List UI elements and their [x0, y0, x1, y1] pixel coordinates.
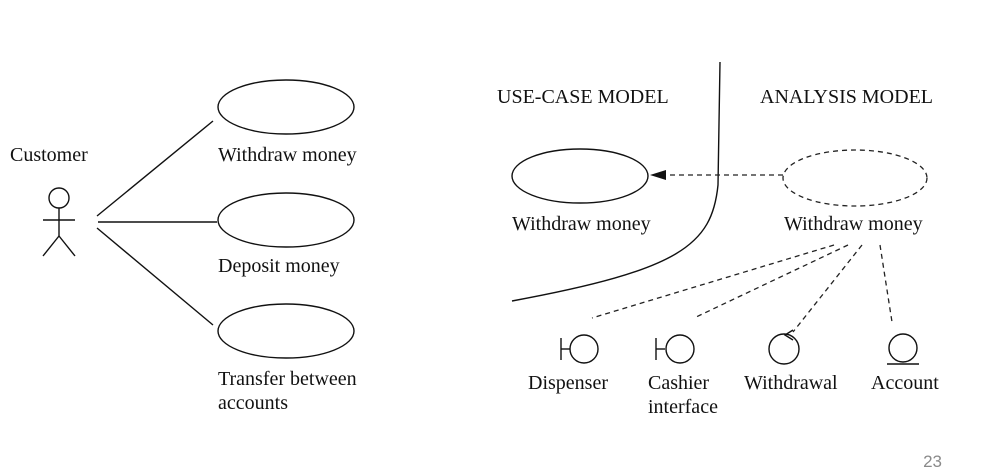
actor-label: Customer [10, 144, 88, 166]
class-cashier-label-line1: Cashier [648, 372, 709, 394]
use-case-transfer-label-line1: Transfer between [218, 368, 357, 390]
use-case-transfer-ellipse [217, 303, 355, 359]
account-entity-icon [887, 333, 919, 365]
actor-right-leg [58, 235, 76, 257]
use-case-transfer-label-line2: accounts [218, 392, 288, 414]
class-account-label: Account [871, 372, 939, 394]
use-case-withdraw-label: Withdraw money [218, 144, 357, 166]
use-case-withdraw-ellipse [217, 79, 355, 135]
use-case-deposit-label: Deposit money [218, 255, 340, 277]
model-boundary-curve [511, 61, 721, 302]
association-line-withdraw [96, 120, 214, 217]
customer-actor [42, 187, 76, 257]
trace-arrowhead [650, 170, 666, 180]
analysis-model-title: ANALYSIS MODEL [760, 86, 933, 108]
participation-line-withdrawal [792, 244, 863, 333]
use-case-model-ellipse [511, 148, 649, 204]
actor-head [48, 187, 70, 209]
use-case-deposit-ellipse [217, 192, 355, 248]
class-withdrawal-label: Withdrawal [744, 372, 838, 394]
use-case-model-label: Withdraw money [512, 213, 651, 235]
association-line-transfer [96, 227, 214, 326]
actor-left-leg [42, 235, 60, 257]
participation-line-dispenser [591, 244, 835, 319]
class-dispenser-label: Dispenser [528, 372, 608, 394]
participation-line-account [879, 244, 893, 323]
participation-line-cashier [693, 244, 849, 319]
withdrawal-control-icon [768, 329, 800, 365]
analysis-collaboration-ellipse [782, 149, 928, 207]
class-cashier-label-line2: interface [648, 396, 718, 418]
page-number: 23 [923, 452, 942, 471]
use-case-model-title: USE-CASE MODEL [497, 86, 669, 108]
analysis-collaboration-label: Withdraw money [784, 213, 923, 235]
dispenser-boundary-icon [560, 334, 599, 364]
cashier-interface-boundary-icon [655, 334, 695, 364]
